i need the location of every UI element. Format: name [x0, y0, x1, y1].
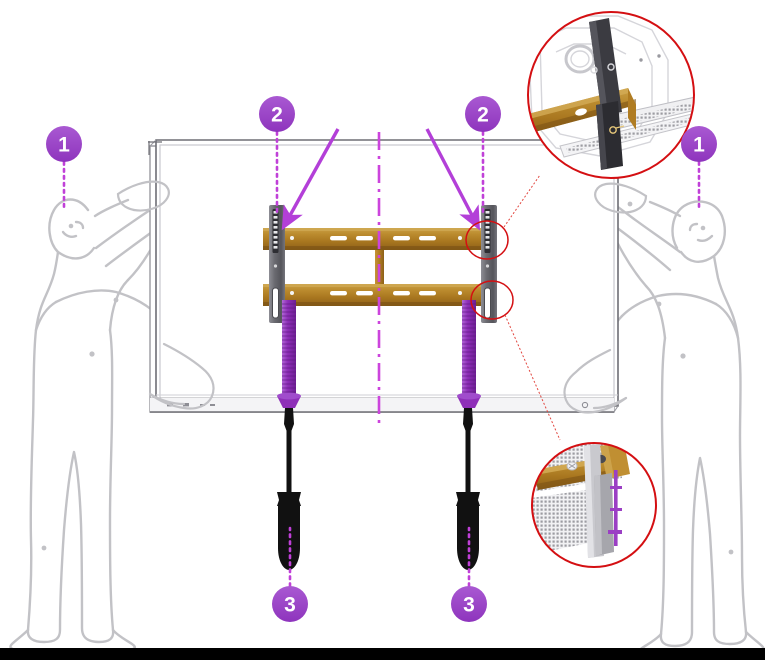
callout-badge-label: 1	[58, 134, 70, 157]
power-indicator	[581, 401, 589, 409]
bolt-right	[457, 300, 481, 408]
callout-badge-left-person[interactable]: 1	[46, 126, 82, 162]
footer-bar	[0, 648, 765, 660]
hand-left-lower	[148, 342, 215, 410]
detail-view-bottom	[531, 442, 657, 568]
callout-badge-label: 3	[463, 594, 475, 617]
wall-mount-assembly	[263, 205, 497, 408]
callout-badge-right-rail[interactable]: 2	[465, 96, 501, 132]
arrow-to-right-rail	[425, 128, 480, 231]
callout-badge-label: 2	[477, 104, 489, 127]
callout-badge-right-person[interactable]: 1	[681, 126, 717, 162]
person-right	[594, 200, 765, 656]
detail-source-circle-bottom	[470, 280, 514, 320]
callout-badge-left-driver[interactable]: 3	[272, 586, 308, 622]
callout-leaders	[62, 130, 701, 588]
arrow-to-left-rail	[281, 128, 340, 231]
screwdriver-left	[277, 408, 301, 570]
detail-leader-bottom	[504, 314, 561, 441]
hand-right-lower	[563, 348, 628, 414]
detail-leader-top	[503, 174, 541, 228]
bolt-left	[277, 300, 301, 408]
detail-source-circle-top	[465, 220, 509, 260]
callout-badge-right-driver[interactable]: 3	[451, 586, 487, 622]
mount-rail-right	[481, 205, 497, 323]
callout-badge-label: 3	[284, 594, 296, 617]
callout-badge-left-rail[interactable]: 2	[259, 96, 295, 132]
mount-bottom-rail	[263, 284, 487, 306]
callout-badge-label: 2	[271, 104, 283, 127]
callout-badge-label: 1	[693, 134, 705, 157]
detail-view-top	[527, 11, 695, 179]
screwdriver-right	[456, 408, 480, 570]
hand-right-upper	[594, 182, 648, 214]
mount-top-rail	[263, 228, 487, 250]
hand-left-upper	[116, 180, 170, 212]
mount-rail-left	[269, 205, 285, 323]
